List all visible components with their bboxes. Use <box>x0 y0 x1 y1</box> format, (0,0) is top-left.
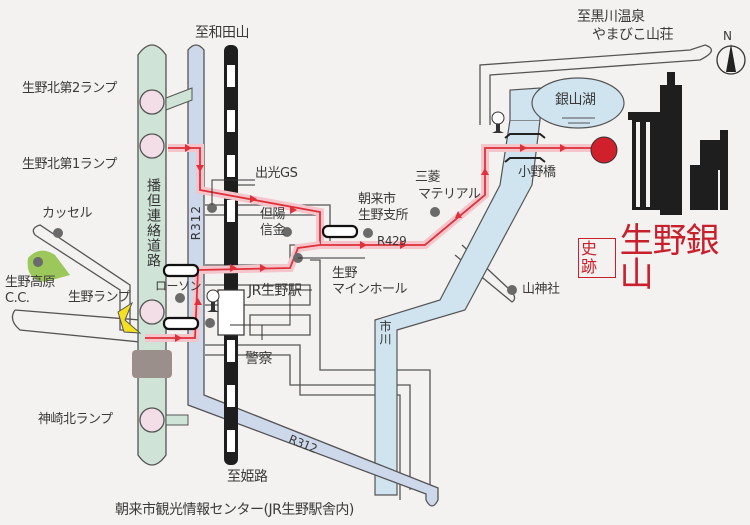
destination-marker <box>590 136 618 164</box>
idemitsu-gs-label: 出光GS <box>255 166 298 181</box>
railway <box>217 45 245 465</box>
lawson-label: ローソン <box>155 279 202 293</box>
mitsubishi-label-2: マテリアル <box>418 187 481 202</box>
tourist-info-center-note: 朝来市観光情報センター(JR生野駅舎内) <box>115 502 354 518</box>
destination-south-label: 至姫路 <box>227 469 268 485</box>
ramp-kanzaki-label: 神崎北ランプ <box>38 412 113 427</box>
asago-branch-label-2: 生野支所 <box>358 208 409 223</box>
ramp-ikuno-label: 生野ランプ <box>68 290 131 305</box>
police-label: 警察 <box>245 351 273 367</box>
site-name: 生野銀山 <box>619 221 720 295</box>
destination-north-label: 至和田山 <box>195 25 250 41</box>
golf-course-label-1: 生野高原 <box>5 275 56 290</box>
kassel-label: カッセル <box>42 206 93 221</box>
expressway-label: 播但連絡道路 <box>145 178 161 268</box>
route-arrows <box>175 144 567 342</box>
mine-hall-label-1: 生野 <box>332 266 358 281</box>
ono-bridge-label: 小野橋 <box>518 165 556 180</box>
ramp-kita1-marker <box>139 133 165 159</box>
ramp-ikuno-marker <box>139 299 165 325</box>
site-title: 史跡 生野銀山 <box>578 224 750 292</box>
yamagami-shrine-label: 山神社 <box>522 282 560 297</box>
ramp-circles <box>139 89 165 433</box>
road-r429-label: R429 <box>377 234 407 248</box>
poi-dots <box>33 203 517 328</box>
ono-bridge-marks <box>504 133 546 163</box>
compass-icon <box>716 44 746 75</box>
tajima-shinkin-label-1: 但陽 <box>260 207 286 222</box>
road-to-kurokawa <box>479 44 712 125</box>
golf-course-label-2: C.C. <box>5 291 30 306</box>
mitsubishi-label-1: 三菱 <box>415 170 441 185</box>
ramp-yellow-marker <box>117 301 142 334</box>
ramp-kanzaki-marker <box>139 407 165 433</box>
ramp-kita2-label: 生野北第2ランプ <box>22 81 117 96</box>
destination-northeast-label-1: 至黒川温泉 <box>577 9 645 25</box>
river-ichikawa-label: 市川 <box>378 320 392 346</box>
bus-stop-icons <box>206 111 505 312</box>
asago-branch-label-1: 朝来市 <box>358 192 396 207</box>
lake-ginzan-label: 銀山湖 <box>555 92 596 108</box>
lake-ginzan <box>531 77 625 129</box>
traffic-signals <box>162 224 359 331</box>
road-r312-upper-label: R312 <box>189 205 203 241</box>
historic-site-badge: 史跡 <box>578 238 616 278</box>
jr-ikuno-station-label: JR生野駅 <box>248 283 302 299</box>
ramp-kita2-marker <box>139 89 165 115</box>
recommended-route <box>145 144 592 342</box>
tunnel <box>132 350 172 378</box>
mine-building-illustration <box>628 72 728 215</box>
destination-northeast-label-2: やまびこ山荘 <box>592 27 674 43</box>
tajima-shinkin-label-2: 信金 <box>260 223 286 238</box>
mine-hall-label-2: マインホール <box>332 282 408 297</box>
compass-label: N <box>723 29 732 43</box>
road-r312 <box>187 44 439 507</box>
ramp-kita1-label: 生野北第1ランプ <box>22 157 117 172</box>
